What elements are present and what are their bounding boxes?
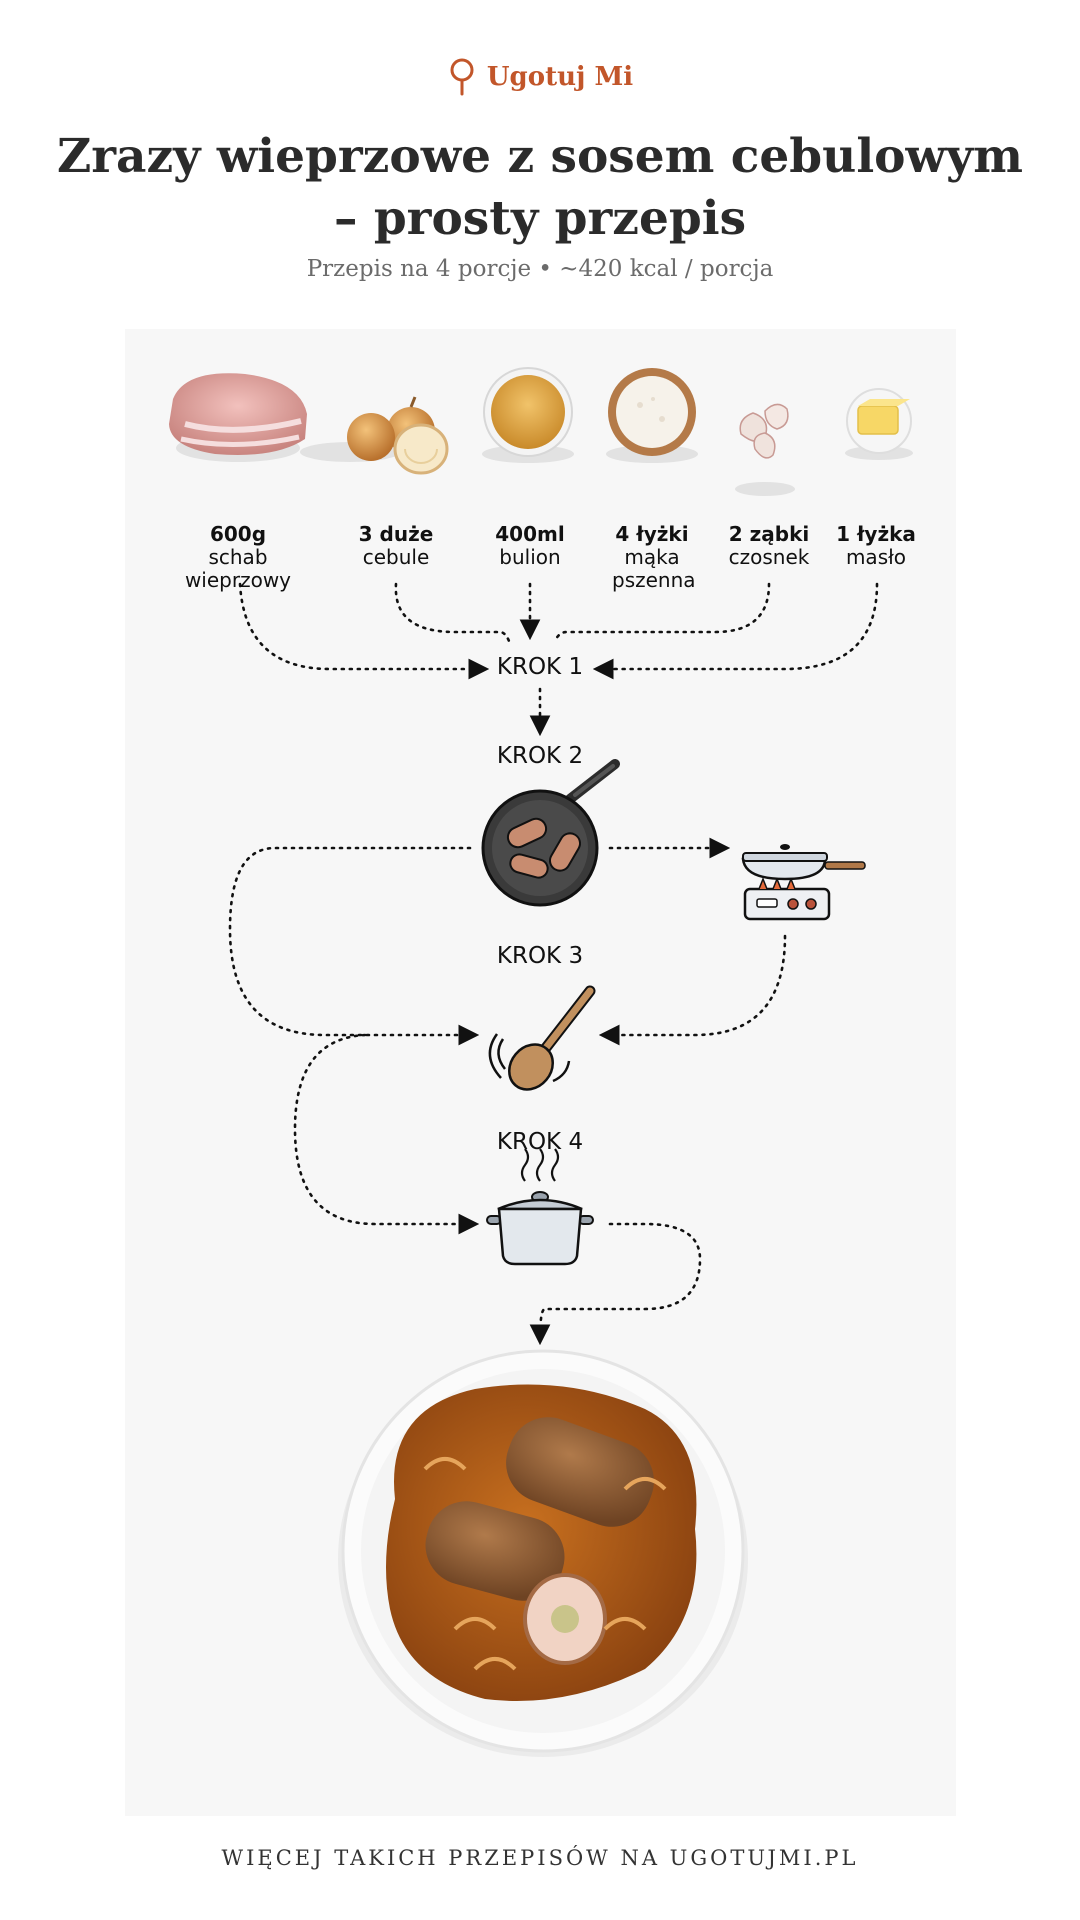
connector-step4-plate: [529, 1222, 702, 1346]
ingredient-name: czosnek: [728, 545, 810, 569]
ingredient-amount: 4 łyżki: [615, 522, 689, 546]
stove-pan-icon: [741, 844, 866, 921]
connector-stove-step3: [598, 934, 787, 1046]
connector-step2-step3-loop: [228, 846, 480, 1046]
plate-with-zrazy-icon: [338, 1349, 748, 1757]
brand: Ugotuj Mi: [0, 58, 1080, 96]
connector-flour-garlic: [553, 582, 771, 643]
ingredient-onion: 3 duże cebule: [316, 523, 476, 569]
connector-butter: [592, 582, 879, 680]
broth-bowl-icon: [482, 367, 574, 463]
onion-icon: [300, 396, 449, 475]
ingredient-name: mąka pszenna: [612, 545, 696, 592]
ingredient-amount: 2 ząbki: [728, 522, 810, 546]
ingredient-flour: 4 łyżki mąka pszenna: [612, 522, 696, 592]
connector-step3-step4-loop: [293, 1033, 480, 1235]
ingredient-amount: 600g: [209, 522, 267, 546]
step-3-label: KROK 3: [496, 943, 584, 969]
step-4-label: KROK 4: [496, 1129, 584, 1155]
infographic-canvas: [169, 367, 913, 1757]
ingredient-name: masło: [845, 545, 907, 569]
ingredient-name: bulion: [499, 545, 561, 569]
butter-icon: [845, 388, 913, 460]
ingredient-amount: 1 łyżka: [836, 522, 916, 546]
whisk-spoon-icon: [450, 58, 474, 96]
step-2-label: KROK 2: [496, 743, 584, 769]
connector-onion: [394, 582, 511, 643]
garlic-icon: [735, 403, 795, 496]
page-title: Zrazy wieprzowe z sosem cebulowym – pros…: [56, 129, 1024, 246]
brand-name: Ugotuj Mi: [486, 62, 634, 92]
footer-link-text[interactable]: WIĘCEJ TAKICH PRZEPISÓW NA UGOTUJMI.PL: [221, 1846, 859, 1870]
pork-loin-icon: [169, 373, 307, 462]
ingredient-pork: 600g schab wieprzowy: [158, 523, 318, 592]
ingredient-butter: 1 łyżka masło: [796, 523, 956, 569]
cooking-pot-icon: [486, 1148, 594, 1266]
ingredient-name: cebule: [362, 545, 430, 569]
wooden-spoon-icon: [488, 985, 596, 1091]
frying-pan-icon: [481, 759, 620, 907]
step-1-label: KROK 1: [496, 654, 584, 680]
ingredient-garlic: 2 ząbki czosnek: [689, 523, 849, 569]
ingredient-amount: 400ml: [495, 522, 565, 546]
connector-pork: [238, 582, 490, 680]
flour-bowl-icon: [606, 368, 698, 463]
ingredient-broth: 400ml bulion: [450, 523, 610, 569]
recipe-infographic: 600g schab wieprzowy 3 duże cebule 400ml…: [125, 329, 956, 1816]
ingredient-amount: 3 duże: [358, 522, 434, 546]
ingredient-name: schab wieprzowy: [184, 545, 292, 592]
recipe-meta: Przepis na 4 porcje • ~420 kcal / porcja: [306, 256, 774, 282]
